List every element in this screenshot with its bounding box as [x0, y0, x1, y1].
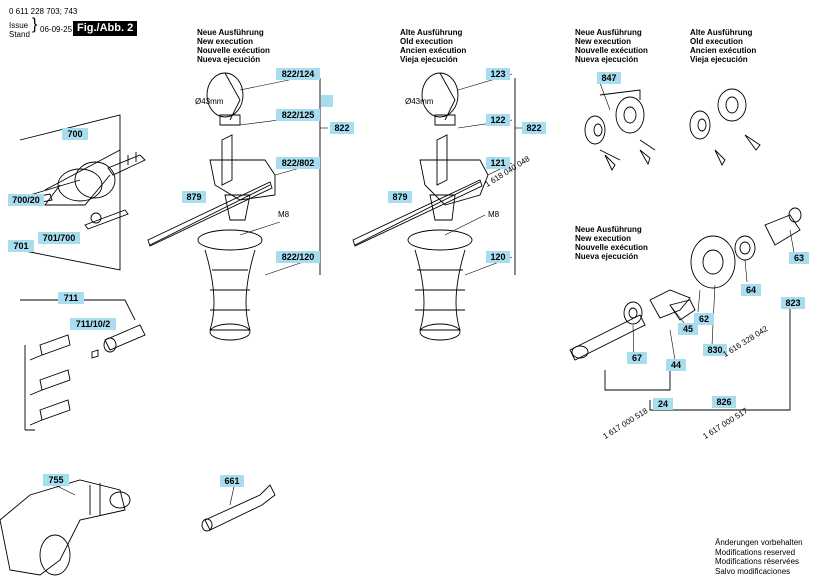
- tag-661[interactable]: 661: [220, 475, 244, 487]
- tag-44[interactable]: 44: [666, 359, 686, 371]
- tag-63[interactable]: 63: [789, 252, 809, 264]
- tag-822-802[interactable]: 822/802: [276, 157, 320, 169]
- tag-45[interactable]: 45: [678, 323, 698, 335]
- thread-label-old: M8: [488, 210, 500, 219]
- tag-822-old[interactable]: 822: [522, 122, 546, 134]
- bearing-parts-drawing: [584, 88, 761, 171]
- tag-822-120[interactable]: 822/120: [276, 251, 320, 263]
- tag-120[interactable]: 120: [486, 251, 510, 263]
- thread-label-new: M8: [278, 210, 290, 219]
- figure-label: Fig./Abb. 2: [73, 21, 138, 36]
- tag-24[interactable]: 24: [653, 398, 673, 410]
- tag-755[interactable]: 755: [43, 474, 69, 486]
- tag-64[interactable]: 64: [741, 284, 761, 296]
- tag-826[interactable]: 826: [712, 396, 736, 408]
- gear-assembly-drawing: [569, 207, 802, 411]
- tag-823[interactable]: 823: [781, 297, 805, 309]
- drill-chuck-drawing: [19, 114, 146, 271]
- diameter-label-old: Ø43mm: [405, 97, 434, 106]
- tag-879-new[interactable]: 879: [182, 191, 206, 203]
- tag-711[interactable]: 711: [58, 292, 84, 304]
- issue-date: 06-09-25: [40, 25, 73, 34]
- stand-label: Stand: [9, 30, 30, 39]
- tag-701[interactable]: 701: [8, 240, 34, 252]
- tag-700[interactable]: 700: [62, 128, 88, 140]
- tag-822-125[interactable]: 822/125: [276, 109, 320, 121]
- tag-122[interactable]: 122: [486, 114, 510, 126]
- tag-711-10-2[interactable]: 711/10/2: [70, 318, 116, 330]
- tag-62[interactable]: 62: [694, 313, 714, 325]
- grease-tube-drawing: [201, 484, 276, 532]
- tag-847[interactable]: 847: [597, 72, 621, 84]
- tag-701-700[interactable]: 701/700: [38, 232, 80, 244]
- brace: }: [32, 16, 38, 33]
- side-handle-new-drawing: [147, 72, 321, 341]
- tag-123[interactable]: 123: [486, 68, 510, 80]
- tag-879-old[interactable]: 879: [388, 191, 412, 203]
- diameter-label-new: Ø43mm: [195, 97, 224, 106]
- side-handle-old-drawing: [352, 72, 516, 341]
- tag-822-124[interactable]: 822/124: [276, 68, 320, 80]
- issue-label: Issue: [9, 21, 29, 30]
- footer-notice: Änderungen vorbehalten Modifications res…: [715, 538, 803, 576]
- tag-700-20[interactable]: 700/20: [8, 194, 44, 206]
- tag-830[interactable]: 830: [703, 344, 727, 356]
- tag-121[interactable]: 121: [486, 157, 510, 169]
- angle-attachment-drawing: [0, 479, 131, 576]
- tag-822-new[interactable]: 822: [330, 122, 354, 134]
- tag-blank: [321, 95, 333, 107]
- part-number: 0 611 228 703; 743: [9, 7, 78, 16]
- screwdriver-bits-drawing: [20, 299, 146, 431]
- tag-67[interactable]: 67: [627, 352, 647, 364]
